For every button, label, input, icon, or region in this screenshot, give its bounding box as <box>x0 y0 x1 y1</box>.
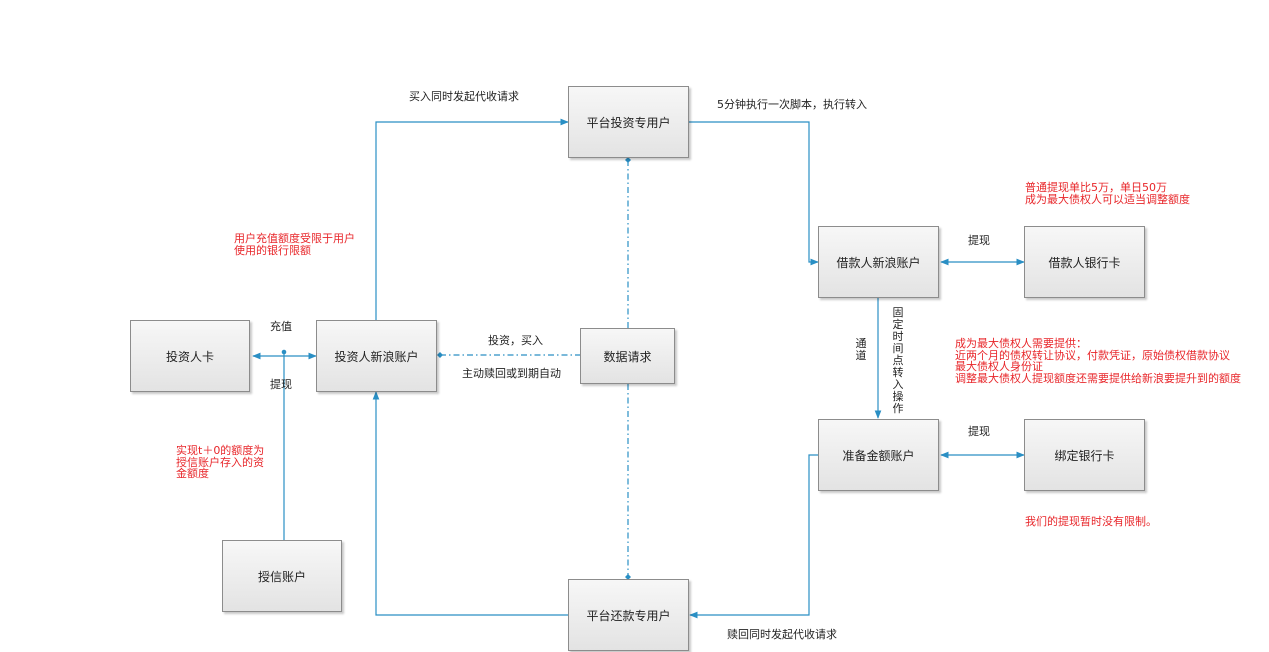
node-data-request: 数据请求 <box>580 328 675 384</box>
diamond-end <box>625 574 631 580</box>
repay-connector <box>689 454 818 619</box>
note-max-creditor: 成为最大债权人需要提供： 近两个月的债权转让协议，付款凭证，原始债权借款协议 最… <box>955 337 1241 385</box>
label-recharge: 充值 <box>270 320 292 333</box>
node-borrower-bank: 借款人银行卡 <box>1024 226 1145 298</box>
label-withdraw-left: 提现 <box>270 378 292 391</box>
node-borrower-sina: 借款人新浪账户 <box>818 226 939 298</box>
script-connector <box>689 121 819 266</box>
label-withdraw-reserve: 提现 <box>968 425 990 438</box>
label-redeem-request: 赎回同时发起代收请求 <box>727 628 837 641</box>
node-reserve-account: 准备金额账户 <box>818 419 939 491</box>
note-no-limit: 我们的提现暂时没有限制。 <box>1025 515 1157 528</box>
note-withdraw-limit: 普通提现单比5万，单日50万 成为最大债权人可以适当调整额度 <box>1025 181 1190 206</box>
label-withdraw-borrower: 提现 <box>968 234 990 247</box>
diamond-end <box>625 157 631 163</box>
node-investor-card: 投资人卡 <box>130 320 250 392</box>
junction-dot <box>281 349 287 355</box>
node-platform-invest: 平台投资专用户 <box>568 86 689 158</box>
diamond-end <box>437 352 443 358</box>
note-recharge-limit: 用户充值额度受限于用户 使用的银行限额 <box>234 232 355 257</box>
node-platform-repay: 平台还款专用户 <box>568 579 689 651</box>
label-redeem: 主动赎回或到期自动 <box>462 367 561 380</box>
node-bound-bank: 绑定银行卡 <box>1024 419 1145 491</box>
node-investor-sina: 投资人新浪账户 <box>316 320 437 392</box>
label-script: 5分钟执行一次脚本，执行转入 <box>717 98 867 111</box>
note-t0: 实现t＋0的额度为 授信账户存入的资 金额度 <box>176 444 265 480</box>
buy-connector <box>375 118 569 320</box>
label-invest-buy: 投资，买入 <box>488 334 543 347</box>
node-credit-account: 授信账户 <box>222 540 342 612</box>
label-channel: 通道 <box>855 337 867 362</box>
label-fixed-time: 固定时间点转入操作 <box>892 306 904 415</box>
redeem-connector <box>372 391 568 616</box>
label-buy-request: 买入同时发起代收请求 <box>409 90 519 103</box>
